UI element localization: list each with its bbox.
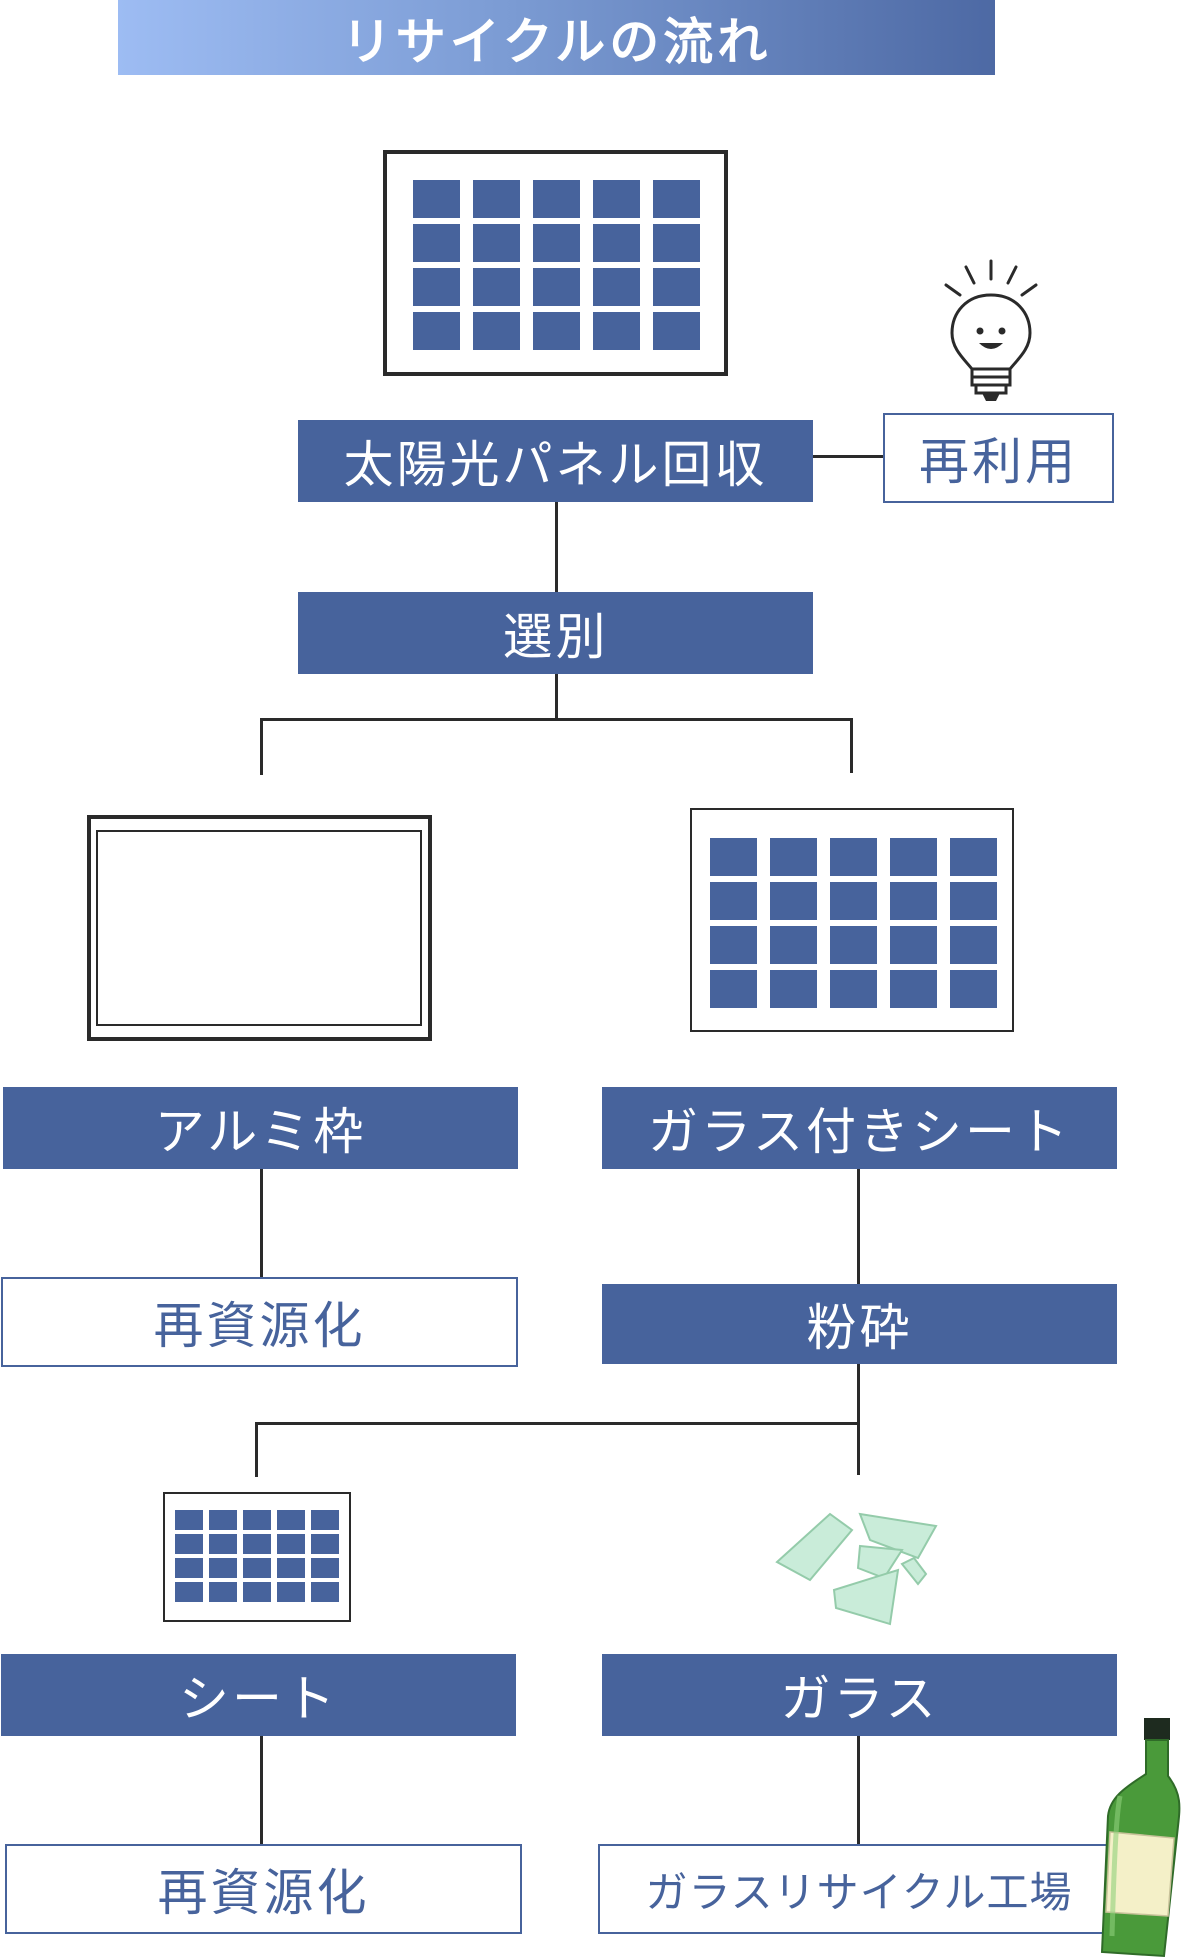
connector-crushing-down: [857, 1364, 860, 1475]
connector-sheet-crushing: [857, 1169, 860, 1284]
solar-panel-icon: [383, 150, 728, 376]
node-sheet: シート: [1, 1654, 516, 1736]
node-reuse: 再利用: [883, 413, 1114, 503]
connector-collection-sorting: [555, 500, 558, 592]
lightbulb-icon: [944, 259, 1038, 401]
glass-sheet-panel-icon: [690, 808, 1014, 1032]
node-recycle-bottom: 再資源化: [5, 1844, 522, 1934]
glass-shards-icon: [775, 1512, 938, 1626]
page-title: リサイクルの流れ: [118, 0, 995, 75]
connector-sorting-branch: [260, 718, 853, 721]
node-collection: 太陽光パネル回収: [298, 420, 813, 502]
connector-glass-factory: [857, 1736, 860, 1844]
node-glass: ガラス: [602, 1654, 1117, 1736]
node-glass-factory: ガラスリサイクル工場: [598, 1844, 1120, 1934]
connector-branch-right: [850, 718, 853, 773]
connector-sheet-recycle: [260, 1736, 263, 1844]
connector-crushing-branch: [255, 1422, 860, 1425]
node-sorting: 選別: [298, 592, 813, 674]
connector-branch-left: [260, 718, 263, 775]
connector-frame-recycle: [260, 1169, 263, 1277]
node-glass-sheet: ガラス付きシート: [602, 1087, 1117, 1169]
connector-branch2-left: [255, 1422, 258, 1477]
connector-sorting-down: [555, 672, 558, 719]
node-aluminum-frame: アルミ枠: [3, 1087, 518, 1169]
aluminum-frame-icon: [87, 815, 432, 1041]
node-crushing: 粉砕: [602, 1284, 1117, 1364]
connector-collection-reuse: [813, 455, 883, 458]
sheet-icon: [163, 1492, 351, 1622]
glass-bottle-icon: [1100, 1718, 1181, 1958]
node-recycle-left: 再資源化: [1, 1277, 518, 1367]
